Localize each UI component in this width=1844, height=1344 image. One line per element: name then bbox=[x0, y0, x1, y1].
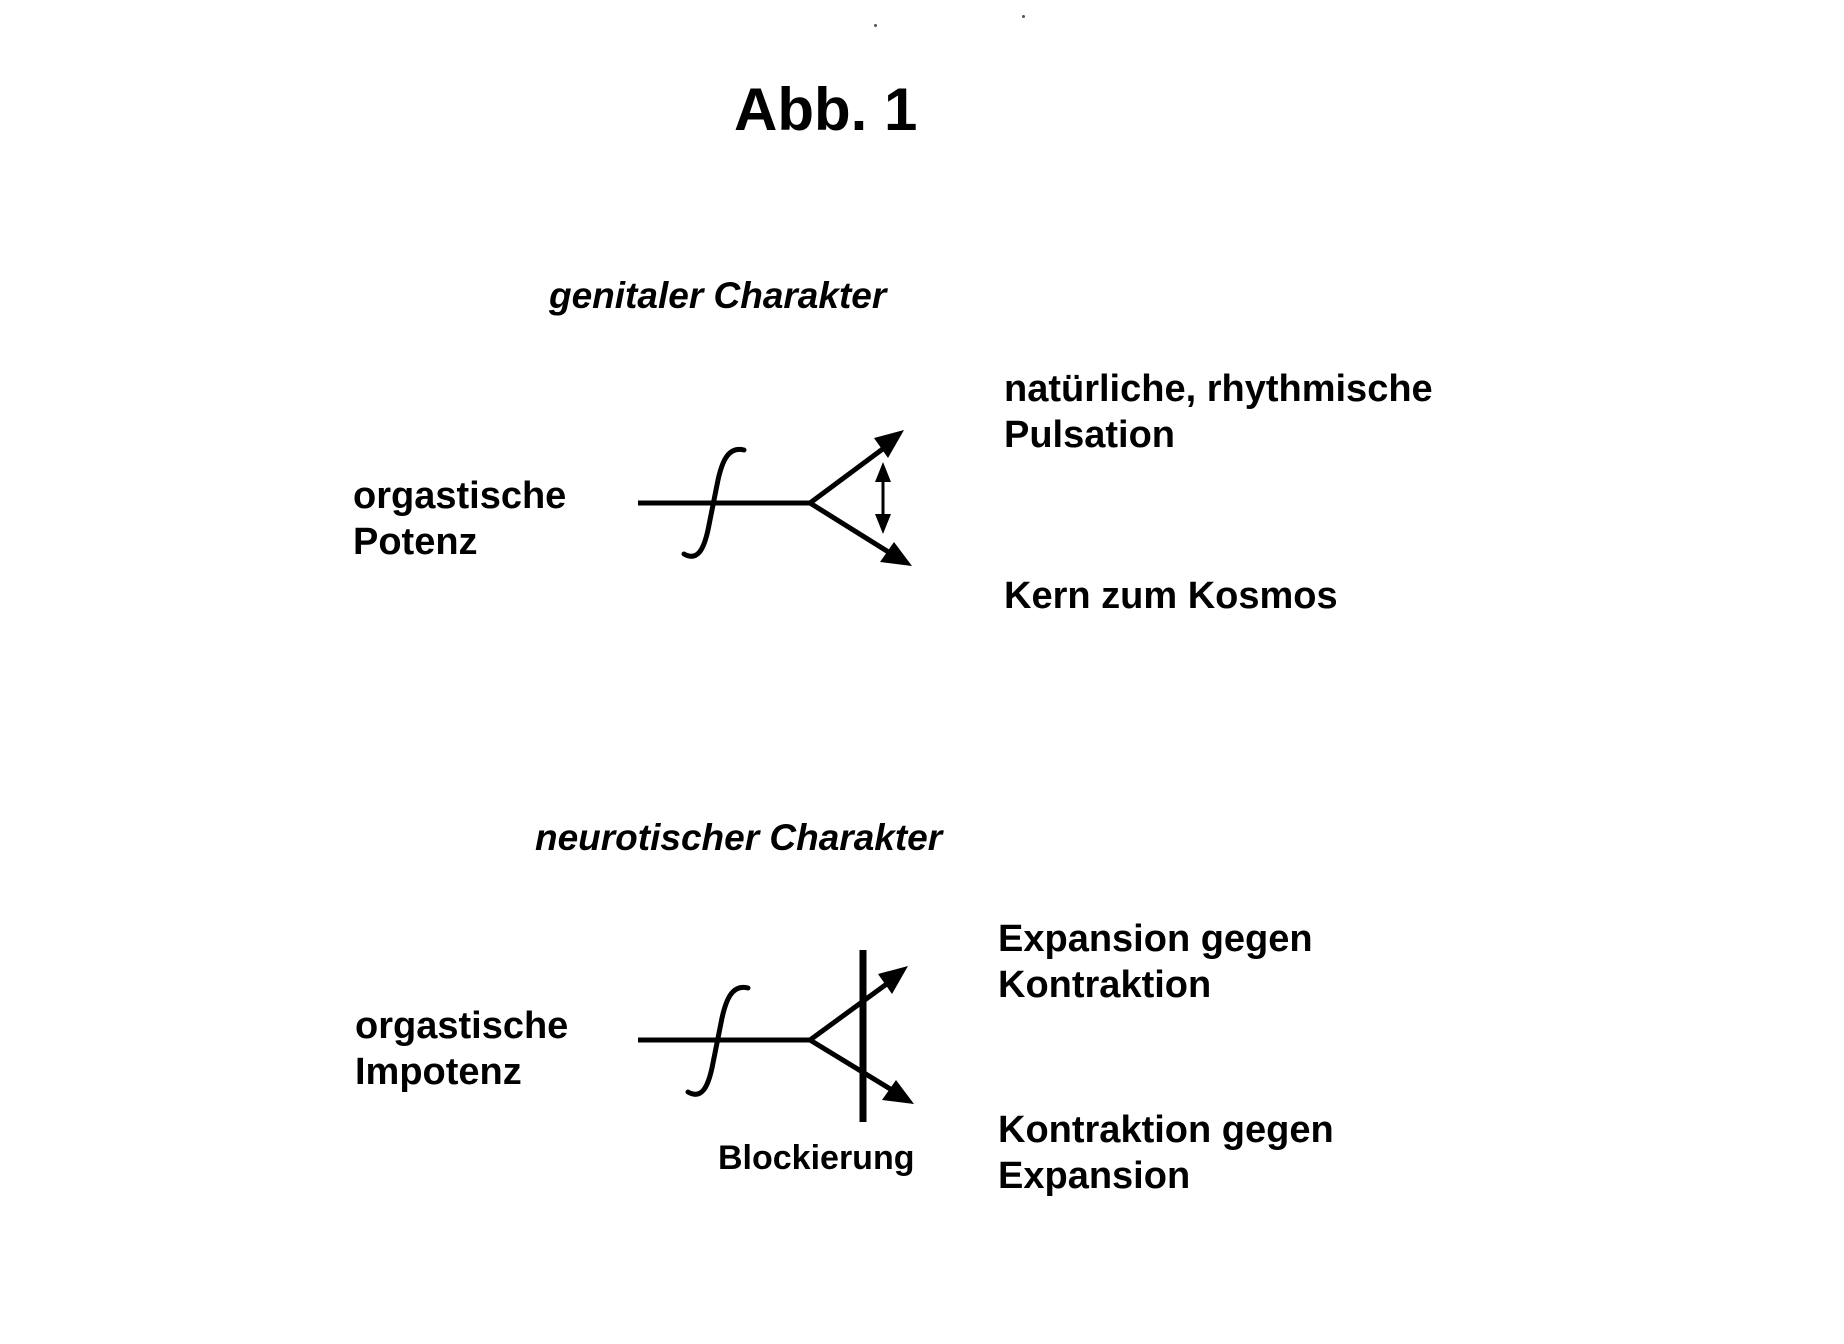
neurotic-lower-branch bbox=[808, 1037, 894, 1093]
neurotic-top-right-label-line2: Kontraktion bbox=[998, 964, 1212, 1006]
genital-heading: genitaler Charakter bbox=[549, 275, 887, 316]
neurotic-upper-arrowhead bbox=[878, 966, 908, 994]
neurotic-upper-branch bbox=[808, 980, 890, 1043]
neurotic-bottom-right-label-line2: Expansion bbox=[998, 1155, 1191, 1197]
genital-upper-branch bbox=[808, 445, 886, 506]
genital-lower-arrowhead bbox=[880, 542, 912, 566]
block-label: Blockierung bbox=[718, 1139, 915, 1177]
neurotic-top-right-label: Expansion gegen Kontraktion bbox=[998, 916, 1313, 1008]
genital-top-right-label-line1: natürliche, rhythmische bbox=[1004, 368, 1433, 410]
genital-left-label: orgastische Potenz bbox=[353, 473, 566, 565]
genital-upper-arrowhead bbox=[874, 430, 904, 458]
genital-top-right-label-line2: Pulsation bbox=[1004, 414, 1176, 456]
scan-speck bbox=[874, 24, 877, 27]
genital-bottom-right-label: Kern zum Kosmos bbox=[1004, 573, 1338, 619]
neurotic-bottom-right-label-line1: Kontraktion gegen bbox=[998, 1109, 1334, 1151]
genital-integral-sign bbox=[681, 446, 747, 559]
neurotic-left-label-line1: orgastische bbox=[355, 1005, 569, 1047]
genital-lower-branch bbox=[808, 500, 892, 556]
neurotic-integral-sign bbox=[685, 984, 751, 1097]
neurotic-heading: neurotischer Charakter bbox=[535, 817, 943, 858]
neurotic-flow-diagram bbox=[638, 950, 914, 1122]
genital-left-label-line1: orgastische bbox=[353, 475, 567, 517]
scan-speck bbox=[1022, 15, 1025, 18]
neurotic-top-right-label-line1: Expansion gegen bbox=[998, 918, 1313, 960]
genital-pulsation-arrow-up bbox=[875, 462, 891, 482]
genital-top-right-label: natürliche, rhythmische Pulsation bbox=[1004, 366, 1433, 458]
neurotic-lower-arrowhead bbox=[882, 1080, 914, 1104]
neurotic-left-label: orgastische Impotenz bbox=[355, 1003, 568, 1095]
neurotic-bottom-right-label: Kontraktion gegen Expansion bbox=[998, 1107, 1334, 1199]
genital-left-label-line2: Potenz bbox=[353, 521, 478, 563]
figure-title: Abb. 1 bbox=[734, 76, 918, 143]
genital-flow-diagram bbox=[638, 430, 912, 566]
genital-bottom-right-label-line1: Kern zum Kosmos bbox=[1004, 575, 1338, 617]
neurotic-left-label-line2: Impotenz bbox=[355, 1051, 522, 1093]
genital-pulsation-arrow-down bbox=[875, 514, 891, 534]
